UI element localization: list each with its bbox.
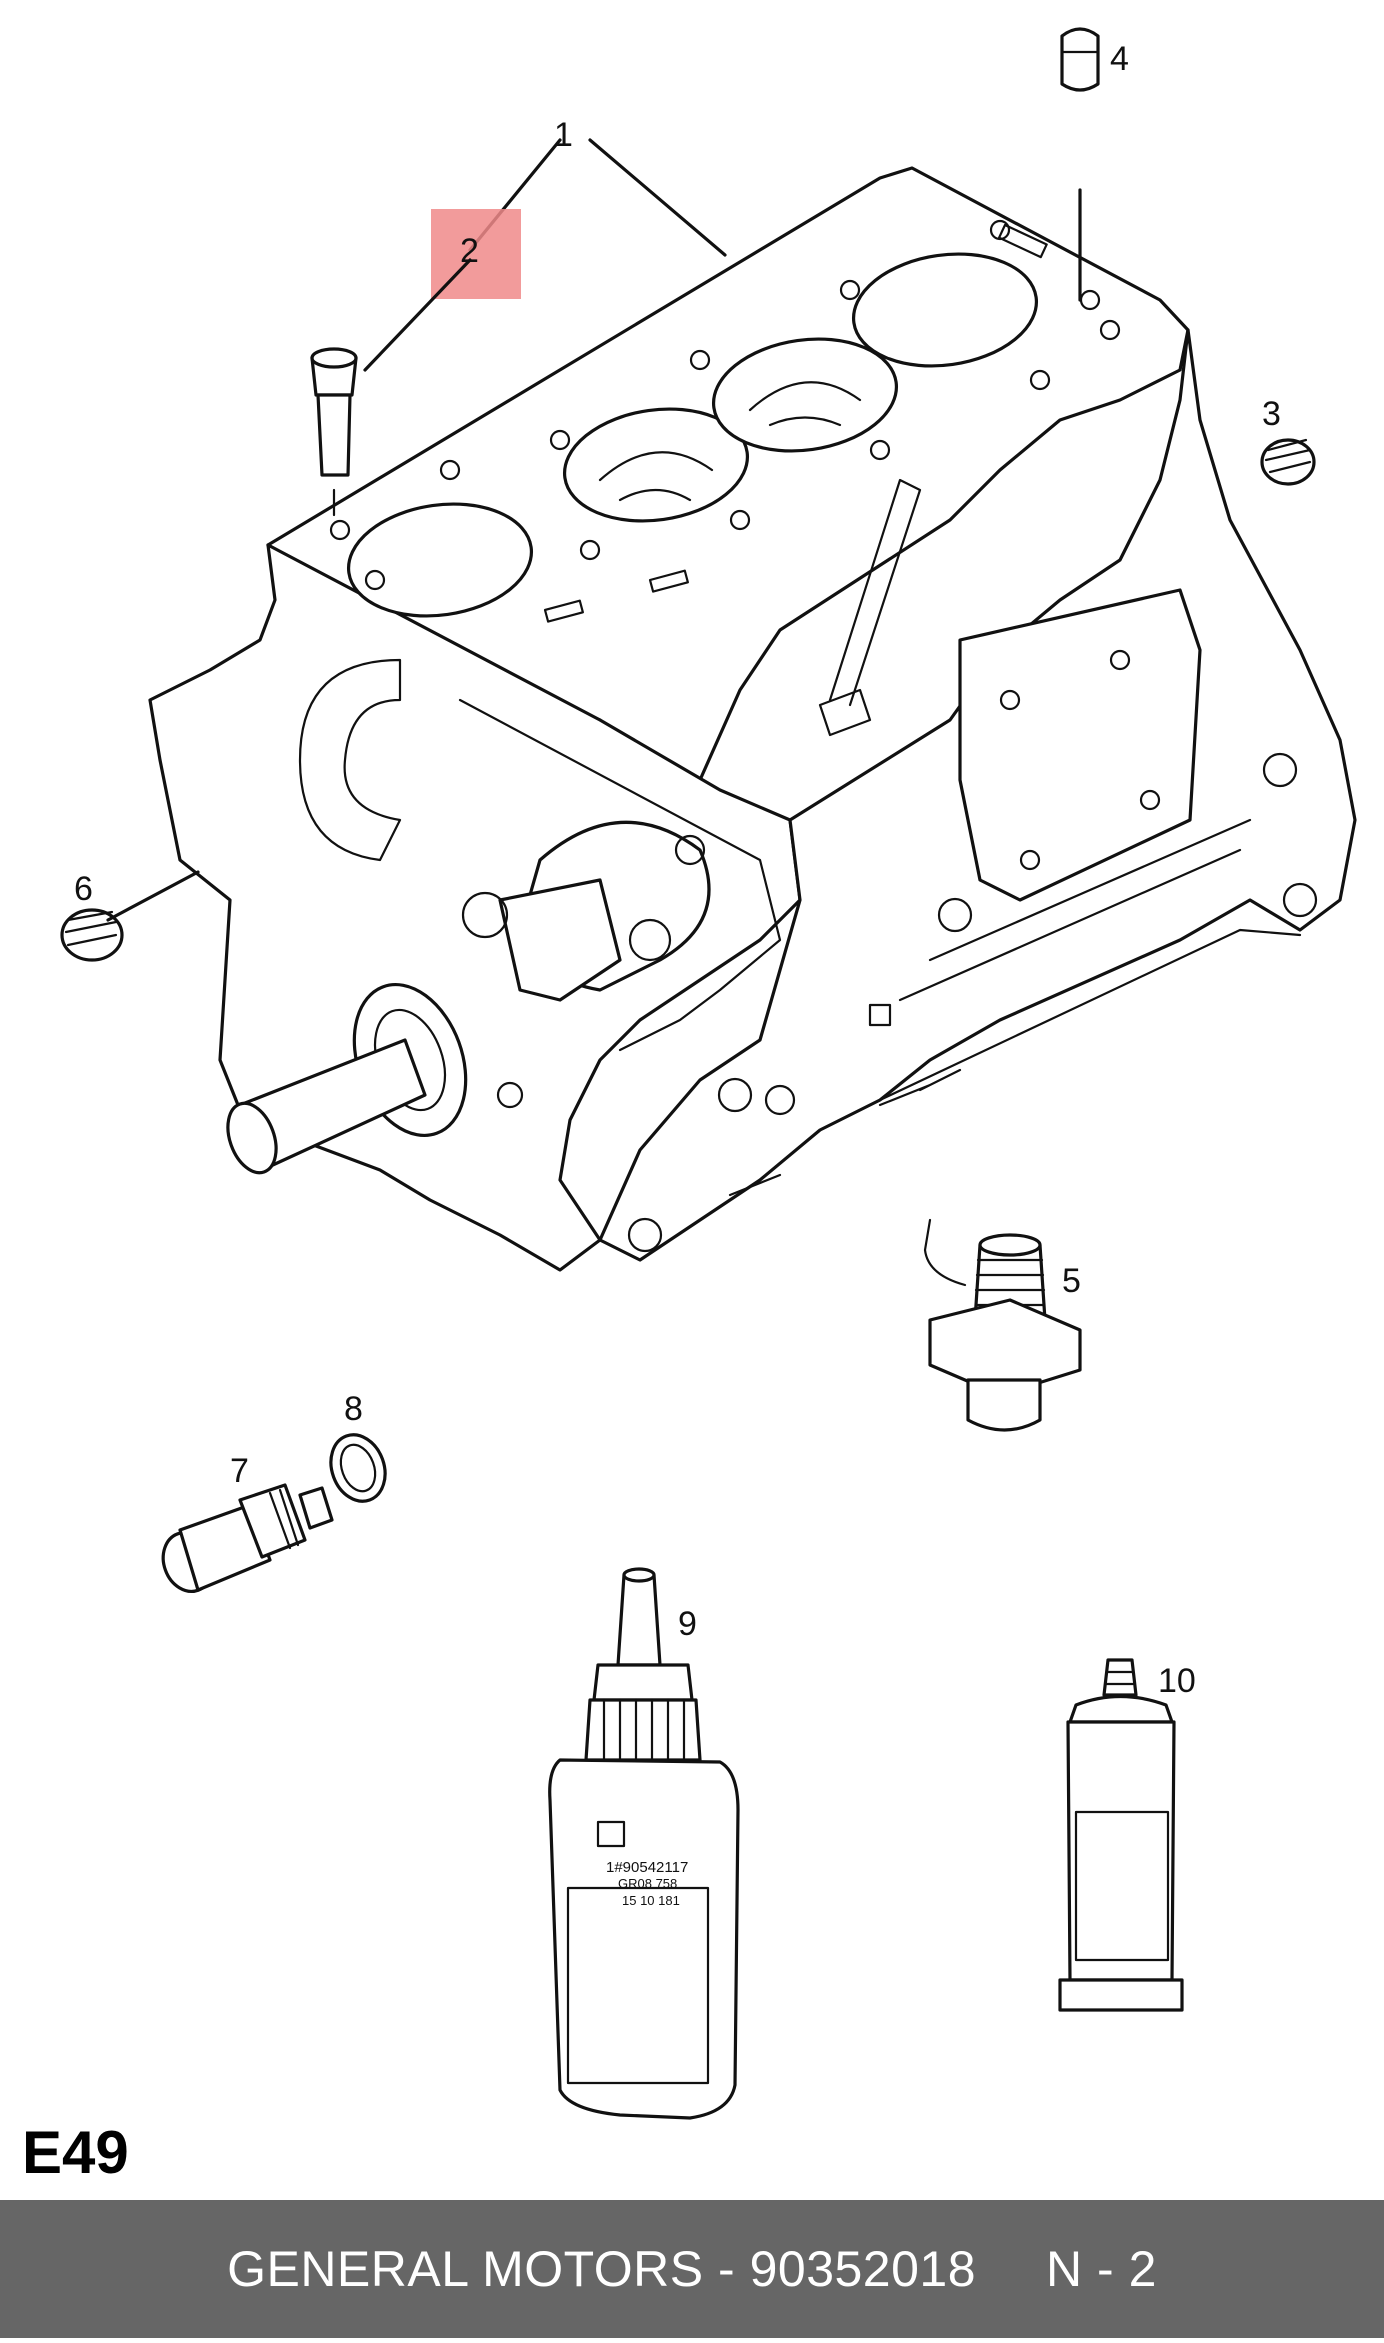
callout-9: 9 xyxy=(678,1605,697,1643)
callout-10: 10 xyxy=(1158,1662,1196,1700)
manufacturer-name: GENERAL MOTORS xyxy=(227,2241,704,2297)
page-indicator: N - 2 xyxy=(1046,2241,1157,2297)
callout-6: 6 xyxy=(74,870,93,908)
diagram-code: E49 xyxy=(22,2119,129,2186)
side-cover-plate xyxy=(958,588,1202,902)
cylinder-bore-4 xyxy=(851,252,1039,368)
part-number: 90352018 xyxy=(749,2241,977,2297)
bottle-label-line1: 1#90542117 xyxy=(606,1859,688,1876)
footer-bar: GENERAL MOTORS - 90352018 N - 2 xyxy=(0,2200,1384,2338)
callout-5: 5 xyxy=(1062,1262,1081,1300)
cylinder-head-bolt[interactable] xyxy=(310,347,358,517)
threaded-plug-3[interactable] xyxy=(1260,438,1316,486)
threaded-plug-6[interactable] xyxy=(60,908,124,962)
bottle-label-line2: GR08 758 xyxy=(618,1876,677,1891)
cylinder-bore-1 xyxy=(346,502,534,618)
bottle-label-line3: 15 10 181 xyxy=(622,1893,680,1908)
cylinder-bore-2 xyxy=(562,407,750,523)
callout-8: 8 xyxy=(344,1390,363,1428)
engine-block-illustration[interactable] xyxy=(148,166,1357,1272)
callout-4: 4 xyxy=(1110,40,1129,78)
temperature-sensor[interactable] xyxy=(155,1483,334,1598)
callout-2: 2 xyxy=(460,232,479,270)
sealant-bottle[interactable]: 1#90542117 GR08 758 15 10 181 xyxy=(548,1567,740,2120)
callout-3: 3 xyxy=(1262,395,1281,433)
sealant-tube[interactable] xyxy=(1058,1658,1184,2012)
footer-dash: - xyxy=(718,2241,736,2297)
sealing-ring[interactable] xyxy=(322,1427,394,1509)
cylinder-bore-3 xyxy=(711,337,899,453)
dowel-sleeve-4[interactable] xyxy=(1060,27,1100,92)
callout-1: 1 xyxy=(554,116,573,154)
callout-7: 7 xyxy=(230,1452,249,1490)
oil-pressure-switch[interactable] xyxy=(923,1218,1082,1432)
